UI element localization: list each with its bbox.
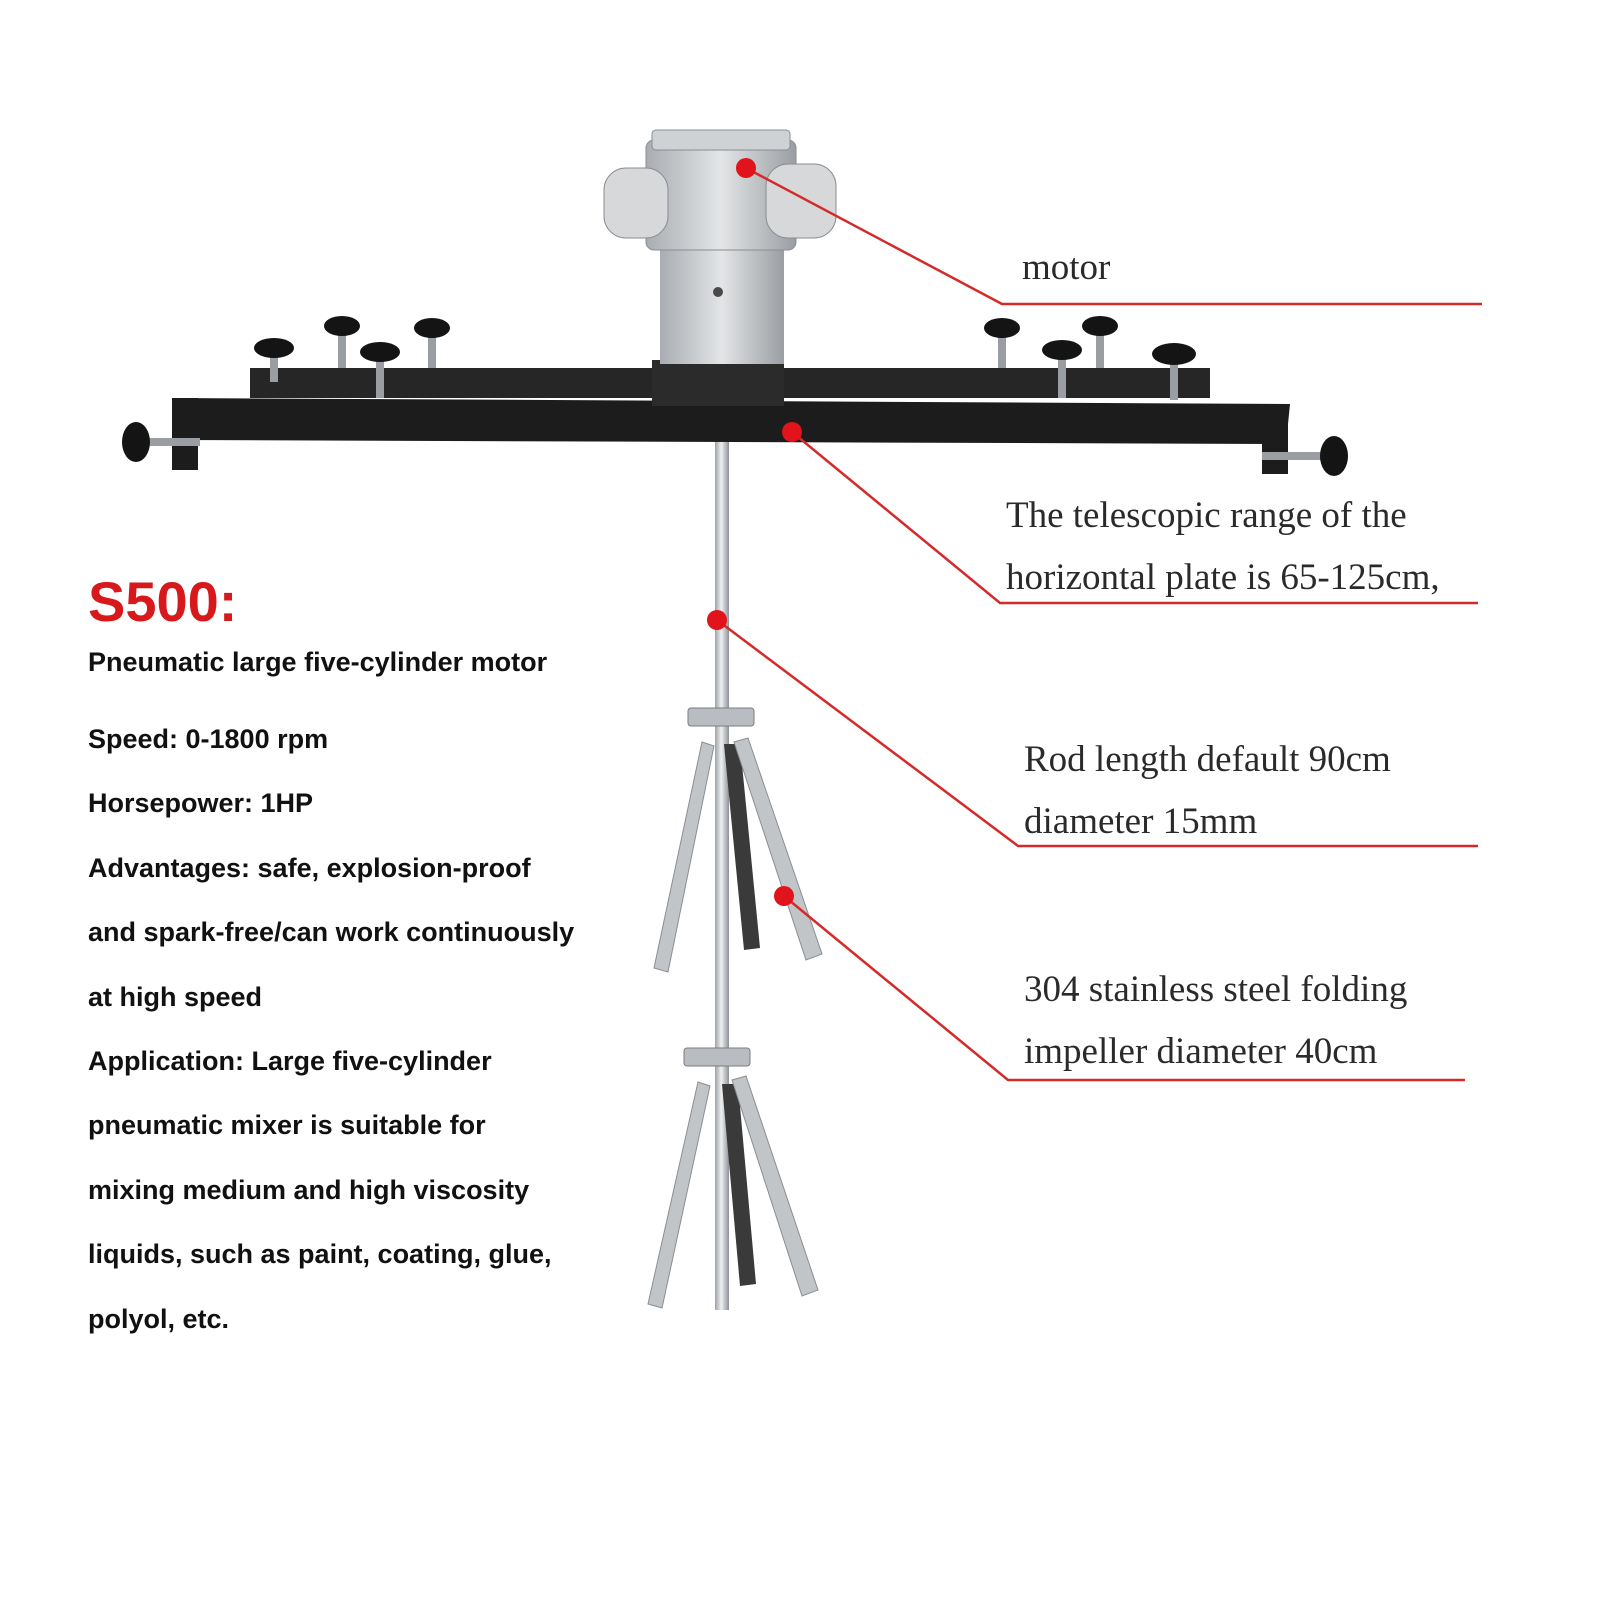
callout-line-motor <box>745 166 1482 306</box>
callout-line-rod <box>716 619 1478 848</box>
spec-line: liquids, such as paint, coating, glue, <box>88 1239 552 1269</box>
callout-line-plate <box>791 431 1478 605</box>
spec-line: Pneumatic large five-cylinder motor <box>88 647 548 677</box>
callout-line-impeller <box>783 895 1465 1082</box>
callout-rod-line2: diameter 15mm <box>1024 801 1258 842</box>
marker-motor <box>736 158 756 178</box>
clamp-knobs <box>122 316 1348 476</box>
callout-markers <box>707 158 802 906</box>
spec-line: pneumatic mixer is suitable for <box>88 1110 486 1140</box>
shaft-rod <box>715 440 729 1310</box>
marker-plate <box>782 422 802 442</box>
marker-rod <box>707 610 727 630</box>
spec-line: Application: Large five-cylinder <box>88 1046 492 1076</box>
spec-line: and spark-free/can work continuously <box>88 917 575 947</box>
callout-motor: motor <box>1022 247 1111 288</box>
callout-lines <box>716 166 1482 1082</box>
callout-impeller-line2: impeller diameter 40cm <box>1024 1031 1378 1072</box>
pneumatic-motor <box>603 129 837 364</box>
spec-line: at high speed <box>88 982 263 1012</box>
spec-line: Speed: 0-1800 rpm <box>88 724 329 754</box>
lower-impeller <box>647 1047 819 1309</box>
telescopic-plate <box>172 360 1290 474</box>
callout-impeller-line1: 304 stainless steel folding <box>1024 969 1408 1010</box>
spec-line: polyol, etc. <box>88 1304 230 1334</box>
marker-impeller <box>774 886 794 906</box>
model-title: S500: <box>88 570 238 633</box>
spec-line: Advantages: safe, explosion-proof <box>88 853 531 883</box>
callout-plate-line1: The telescopic range of the <box>1006 495 1407 536</box>
callout-rod-line1: Rod length default 90cm <box>1024 739 1391 780</box>
callout-plate-line2: horizontal plate is 65-125cm, <box>1006 557 1440 598</box>
upper-impeller <box>653 707 823 973</box>
spec-line: Horsepower: 1HP <box>88 788 314 818</box>
spec-line: mixing medium and high viscosity <box>88 1175 530 1205</box>
